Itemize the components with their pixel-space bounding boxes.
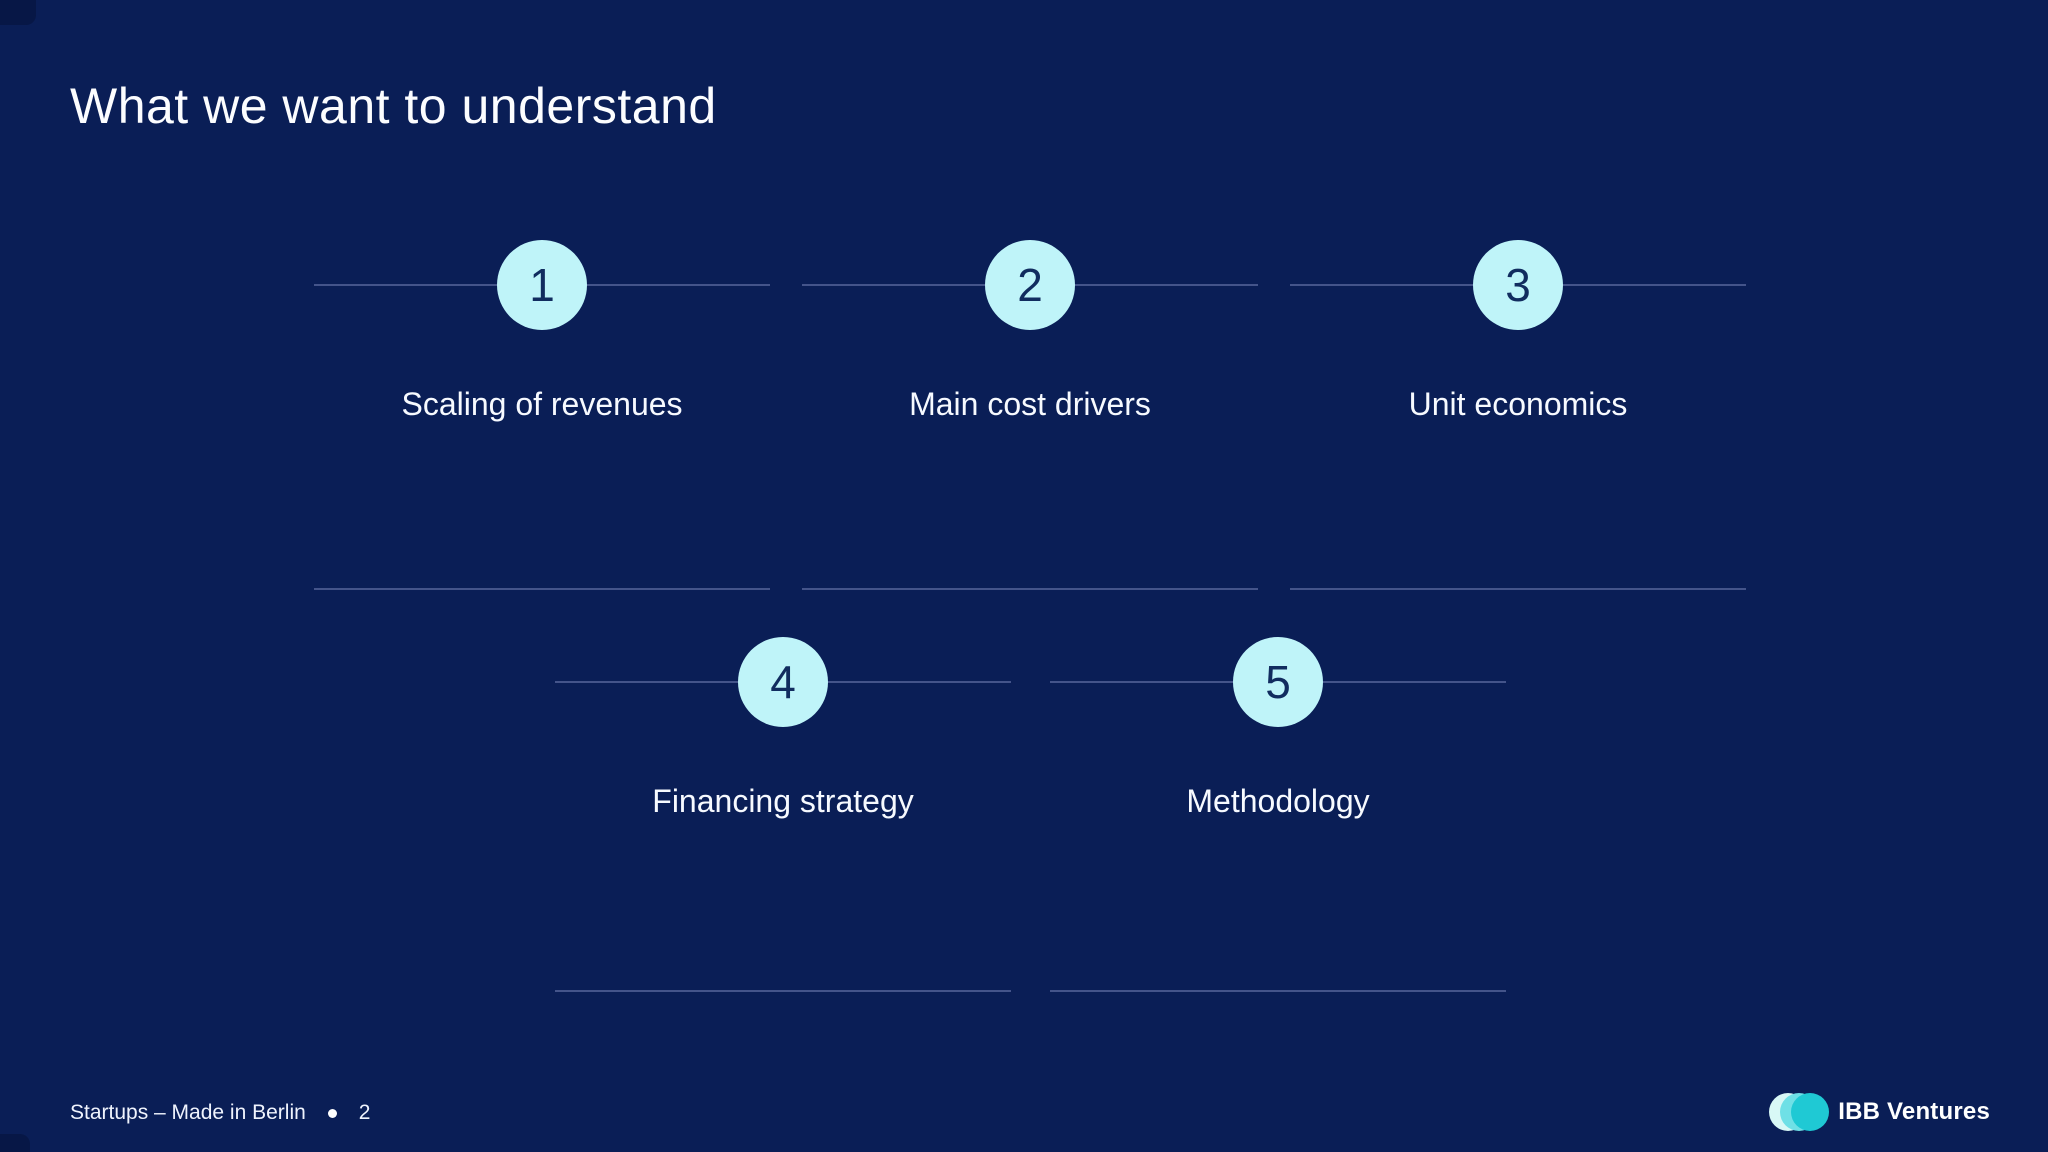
topic-label: Scaling of revenues <box>401 386 683 422</box>
logo-circle-dark <box>1791 1093 1830 1131</box>
footer-separator-dot <box>327 1108 337 1118</box>
topic-number-badge: 1 <box>497 240 587 330</box>
topic-item-1: 1 Scaling of revenues <box>314 240 770 590</box>
topic-number-badge: 5 <box>1233 637 1323 727</box>
slide-title: What we want to understand <box>70 78 717 134</box>
topic-number-badge: 3 <box>1473 240 1563 330</box>
screenshot-corner-artifact <box>0 1134 30 1152</box>
topic-label: Unit economics <box>1408 386 1628 422</box>
footer-deck-title: Startups – Made in Berlin <box>70 1101 306 1124</box>
topics-row-1: 1 Scaling of revenues 2 Main cost driver… <box>314 240 1746 590</box>
logo-circles-icon <box>1769 1093 1830 1131</box>
topic-item-3: 3 Unit economics <box>1290 240 1746 590</box>
topic-item-5: 5 Methodology <box>1050 637 1506 992</box>
footer-page-number: 2 <box>358 1101 371 1124</box>
footer: Startups – Made in Berlin 2 <box>70 1098 370 1128</box>
screenshot-corner-artifact <box>0 0 36 25</box>
topic-label: Financing strategy <box>652 783 914 819</box>
topic-number-badge: 4 <box>738 637 828 727</box>
ibb-ventures-logo: IBB Ventures <box>1769 1091 1990 1133</box>
topic-item-4: 4 Financing strategy <box>555 637 1011 992</box>
topic-item-2: 2 Main cost drivers <box>802 240 1258 590</box>
topics-row-2: 4 Financing strategy 5 Methodology <box>555 637 1506 992</box>
topic-label: Methodology <box>1186 783 1370 819</box>
topic-number-badge: 2 <box>985 240 1075 330</box>
logo-wordmark: IBB Ventures <box>1838 1098 1990 1125</box>
topic-label: Main cost drivers <box>909 386 1151 422</box>
